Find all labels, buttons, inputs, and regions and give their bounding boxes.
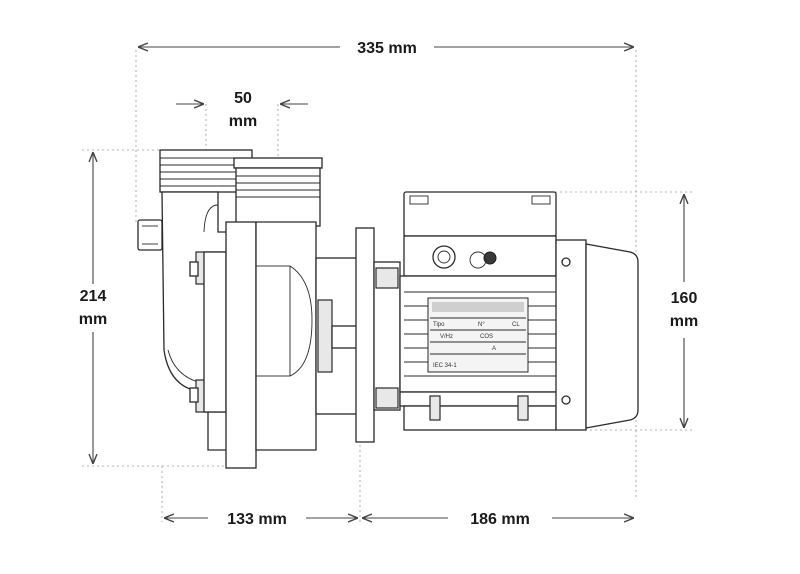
outlet-diameter-value: 50 <box>234 90 252 107</box>
nameplate-tipo: Tipo <box>433 322 445 328</box>
pump-housing <box>137 149 401 469</box>
dimension-overall-length: 335 mm <box>138 40 634 57</box>
dimension-pump-length: 133 mm <box>164 511 358 528</box>
outlet-diameter-unit: mm <box>229 113 257 130</box>
motor-length-label: 186 mm <box>470 511 530 528</box>
overall-height-unit: mm <box>79 311 107 328</box>
dimension-motor-length: 186 mm <box>362 511 634 528</box>
nameplate-cl: CL <box>512 322 520 328</box>
nameplate-vhz: V/Hz <box>440 334 453 340</box>
pump-length-label: 133 mm <box>227 511 287 528</box>
motor-height-value: 160 <box>671 290 698 307</box>
motor: Tipo N° CL V/Hz COS A IEC 34-1 <box>399 191 639 431</box>
motor-nameplate: Tipo N° CL V/Hz COS A IEC 34-1 <box>427 297 529 373</box>
motor-height-unit: mm <box>670 313 698 330</box>
nameplate-footer: IEC 34-1 <box>433 363 457 369</box>
overall-height-value: 214 <box>80 288 107 305</box>
nameplate-amp: A <box>492 346 496 352</box>
nameplate-numero: N° <box>478 322 485 328</box>
nameplate-cos: COS <box>480 334 493 340</box>
overall-length-label: 335 mm <box>357 40 417 57</box>
dimension-outlet-diameter: 50 mm <box>176 90 308 130</box>
dimension-overall-height: 214 mm <box>79 152 107 464</box>
dimension-motor-height: 160 mm <box>670 194 698 428</box>
